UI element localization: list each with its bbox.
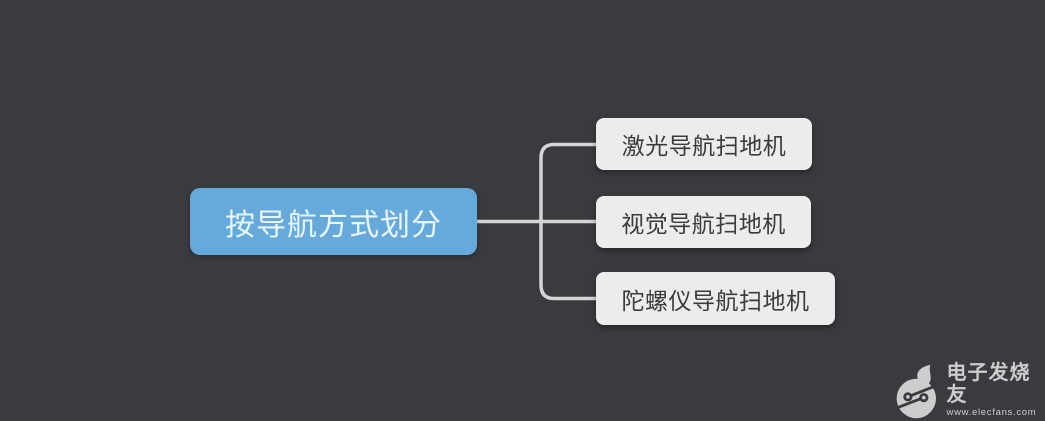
mindmap-node-visual[interactable]: 视觉导航扫地机 [596, 196, 811, 248]
elecfans-leaf-circuit-icon [896, 364, 937, 419]
watermark-text: 电子发烧友 www.elecfans.com [947, 362, 1045, 420]
connector-branch-top [539, 142, 598, 224]
child-node-label: 视觉导航扫地机 [621, 211, 786, 237]
watermark: 电子发烧友 www.elecfans.com [891, 362, 1045, 420]
connector-branch-bottom [539, 219, 598, 301]
watermark-brand: 电子发烧友 [946, 362, 1031, 406]
root-node-label: 按导航方式划分 [225, 208, 442, 242]
watermark-url: www.elecfans.com [946, 407, 1037, 418]
mindmap-node-gyroscope[interactable]: 陀螺仪导航扫地机 [596, 272, 835, 325]
child-node-label: 陀螺仪导航扫地机 [621, 287, 810, 314]
mindmap-node-laser[interactable]: 激光导航扫地机 [596, 118, 812, 170]
child-node-label: 激光导航扫地机 [621, 133, 787, 159]
mindmap-root-node[interactable]: 按导航方式划分 [190, 188, 477, 255]
